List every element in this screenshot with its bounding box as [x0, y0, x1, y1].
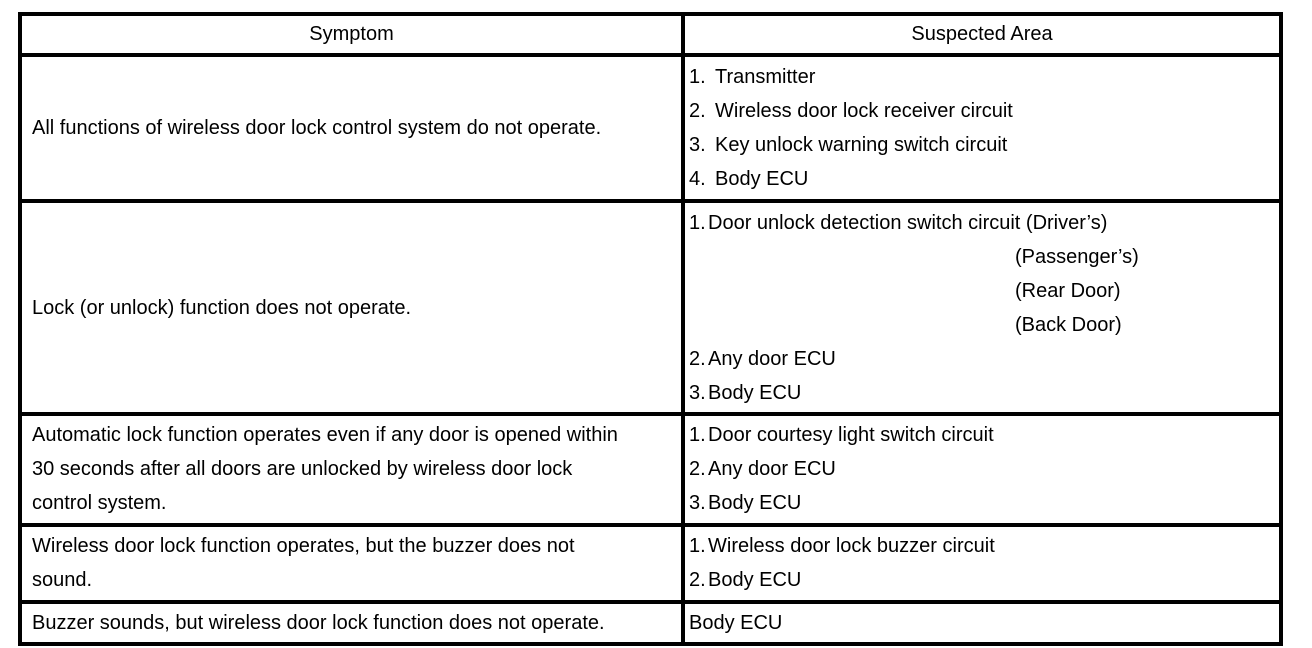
table-header-row: Symptom Suspected Area [18, 12, 1283, 57]
item-text: Wireless door lock buzzer circuit [708, 535, 995, 558]
suspected-area-cell: 1.Door courtesy light switch circuit 2.A… [681, 412, 1283, 527]
symptom-line: Wireless door lock function operates, bu… [32, 535, 575, 558]
symptom-cell: Buzzer sounds, but wireless door lock fu… [18, 599, 685, 647]
item-text: Wireless door lock receiver circuit [715, 100, 1013, 123]
table-row: All functions of wireless door lock cont… [18, 52, 1283, 204]
suspected-item: 1. Transmitter [689, 60, 1273, 94]
item-text: Any door ECU [708, 347, 836, 370]
symptom-line: Buzzer sounds, but wireless door lock fu… [32, 611, 605, 634]
item-number: 3. [689, 134, 706, 157]
suspected-item: 1.Door unlock detection switch circuit (… [689, 206, 1273, 240]
column-header-suspected-area: Suspected Area [681, 12, 1283, 57]
suspected-area-cell: Body ECU [681, 599, 1283, 647]
suspected-area-cell: 1. Transmitter 2. Wireless door lock recei… [681, 52, 1283, 204]
suspected-item: 2. Wireless door lock receiver circuit [689, 94, 1273, 128]
column-header-symptom: Symptom [18, 12, 685, 57]
suspected-area-cell: 1.Door unlock detection switch circuit (… [681, 199, 1283, 417]
symptom-line: All functions of wireless door lock cont… [32, 117, 602, 140]
item-number: 1. [689, 535, 706, 558]
suspected-item-continuation: (Back Door) [1015, 313, 1122, 336]
item-number: 2. [689, 458, 706, 481]
item-number: 2. [689, 100, 706, 123]
item-text: Key unlock warning switch circuit [715, 134, 1008, 157]
suspected-item: 2.Any door ECU [689, 452, 1273, 486]
symptom-line: Lock (or unlock) function does not opera… [32, 296, 412, 319]
item-text: Door unlock detection switch circuit (Dr… [708, 211, 1108, 234]
table-row: Wireless door lock function operates, bu… [18, 522, 1283, 604]
suspected-item: 1.Door courtesy light switch circuit [689, 418, 1273, 452]
item-text: Body ECU [715, 168, 809, 191]
item-number: 4. [689, 168, 706, 191]
suspected-item: 2.Body ECU [689, 563, 1273, 597]
suspected-item: 3.Body ECU [689, 486, 1273, 520]
suspected-item: Body ECU [689, 606, 1273, 640]
symptom-cell: Automatic lock function operates even if… [18, 412, 685, 527]
table-row: Buzzer sounds, but wireless door lock fu… [18, 599, 1283, 647]
diagnostic-table: Symptom Suspected Area All functions of … [18, 12, 1283, 647]
suspected-item: 3.Body ECU [689, 376, 1273, 410]
item-text: Body ECU [708, 569, 802, 592]
table-row: Automatic lock function operates even if… [18, 412, 1283, 527]
item-text: Any door ECU [708, 458, 836, 481]
item-text: Body ECU [708, 381, 802, 404]
item-number: 3. [689, 381, 706, 404]
item-number: 1. [689, 211, 706, 234]
symptom-line: Automatic lock function operates even if… [32, 424, 618, 447]
symptom-line: control system. [32, 492, 167, 515]
table-row: Lock (or unlock) function does not opera… [18, 199, 1283, 417]
suspected-area-cell: 1.Wireless door lock buzzer circuit 2.Bo… [681, 522, 1283, 604]
suspected-item: 3. Key unlock warning switch circuit [689, 128, 1273, 162]
symptom-cell: Wireless door lock function operates, bu… [18, 522, 685, 604]
suspected-item-continuation: (Passenger’s) [1015, 245, 1139, 268]
symptom-line: 30 seconds after all doors are unlocked … [32, 458, 573, 481]
item-number: 1. [689, 66, 706, 89]
symptom-cell: All functions of wireless door lock cont… [18, 52, 685, 204]
item-number: 3. [689, 492, 706, 515]
symptom-cell: Lock (or unlock) function does not opera… [18, 199, 685, 417]
suspected-item: 4. Body ECU [689, 162, 1273, 196]
item-number: 2. [689, 569, 706, 592]
item-text: Door courtesy light switch circuit [708, 424, 994, 447]
suspected-item: 2.Any door ECU [689, 342, 1273, 376]
item-text: Body ECU [708, 492, 802, 515]
item-text: Transmitter [715, 66, 816, 89]
suspected-item: 1.Wireless door lock buzzer circuit [689, 529, 1273, 563]
item-number: 1. [689, 424, 706, 447]
suspected-item-continuation: (Rear Door) [1015, 279, 1121, 302]
item-number: 2. [689, 347, 706, 370]
item-text: Body ECU [689, 611, 783, 634]
symptom-line: sound. [32, 569, 93, 592]
